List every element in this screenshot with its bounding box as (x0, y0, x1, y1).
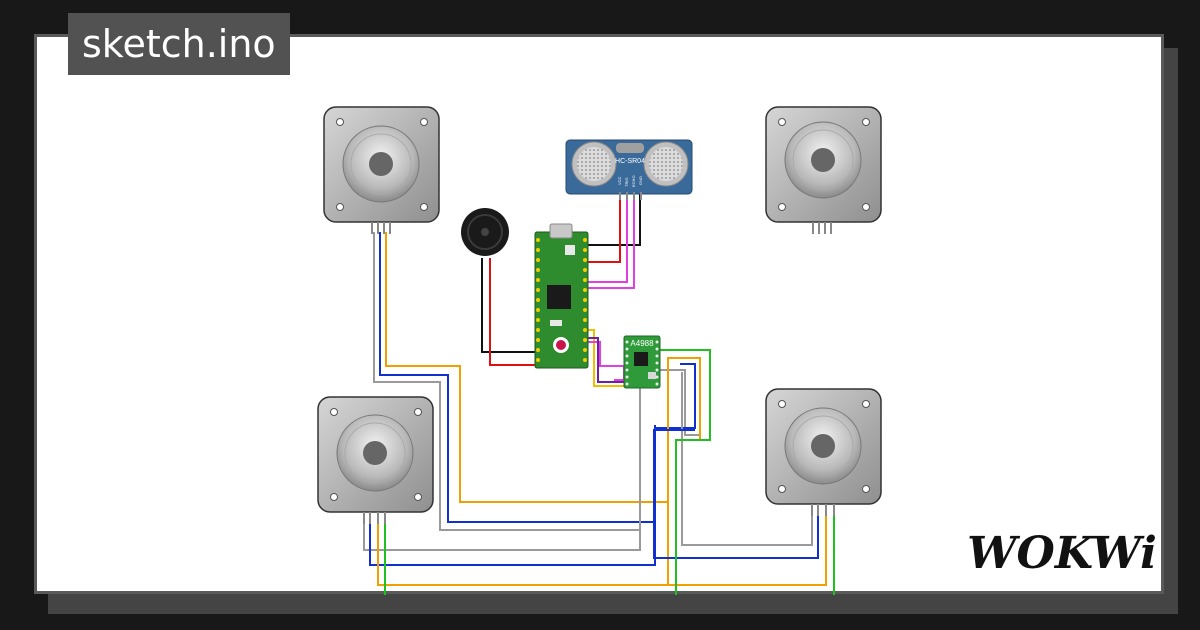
sensor-pin-trig: TRIG (624, 177, 629, 187)
wire-orange-br (668, 510, 827, 586)
sketch-filename-tag: sketch.ino (68, 13, 290, 75)
wire-black-sensor-gnd (588, 194, 641, 246)
sensor-label: HC-SR04 (615, 158, 645, 165)
wokwi-logo: WOKWi (967, 528, 1157, 579)
a4988-motor-driver[interactable]: A4988 (623, 335, 661, 389)
raspberry-logo-icon (553, 337, 569, 353)
stepper-motor-bottom-right[interactable] (765, 388, 882, 516)
wire-gray-br (681, 372, 813, 546)
sensor-pin-echo: ECHO (631, 175, 636, 187)
wires (363, 194, 835, 595)
wire-blue-br (653, 429, 819, 559)
sensor-pin-gnd: GND (638, 176, 643, 185)
driver-label: A4988 (630, 339, 654, 348)
stepper-motor-bottom-left[interactable] (317, 396, 434, 524)
wire-red-sensor-vcc (588, 194, 621, 263)
wire-magenta-sensor-echo (588, 194, 635, 289)
wire-orange-tl (385, 232, 701, 503)
stepper-motor-top-left[interactable] (323, 106, 440, 234)
buzzer[interactable] (461, 208, 509, 256)
wire-purple-pico-driver (588, 337, 628, 383)
ultrasonic-sensor-hc-sr04[interactable]: HC-SR04 VCC TRIG ECHO GND (565, 139, 693, 200)
diagram-canvas[interactable] (34, 34, 1164, 594)
wire-orange-bl (377, 440, 669, 586)
wire-green-driver (660, 349, 711, 595)
wire-gray-bl (363, 370, 641, 551)
sensor-pin-vcc: VCC (617, 176, 622, 185)
wire-yellow-pico-driver (588, 329, 628, 387)
wire-magenta-sensor-trig (588, 194, 628, 283)
stepper-motor-top-right[interactable] (765, 106, 882, 234)
wire-red-buzzer (489, 258, 538, 366)
wire-black-buzzer (481, 258, 538, 353)
raspberry-pi-pico[interactable] (534, 223, 589, 369)
